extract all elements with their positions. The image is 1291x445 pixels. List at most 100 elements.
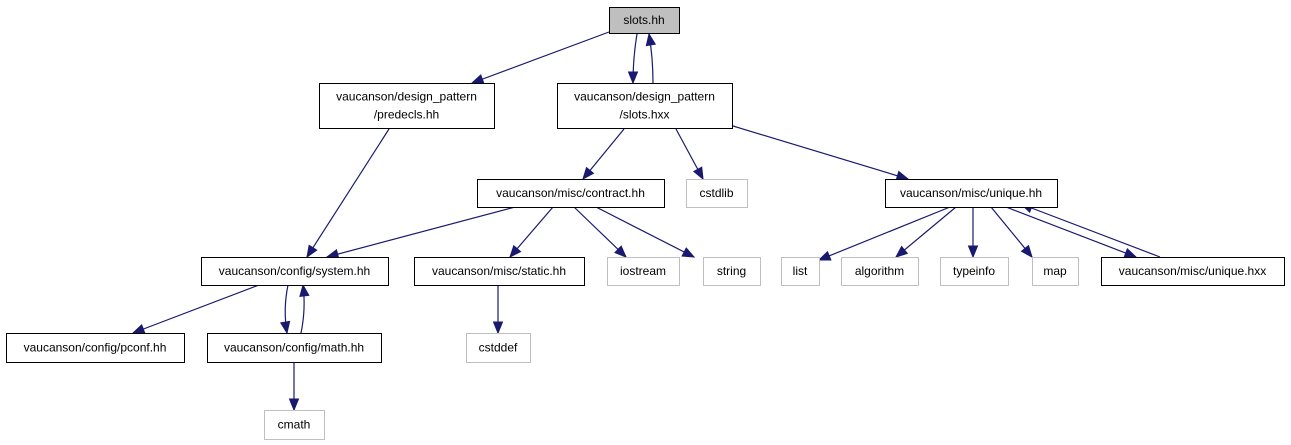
node-math-hh[interactable]: vaucanson/config/math.hh [207,333,382,363]
edge-slots-hxx-to-slots-hh [645,32,657,84]
edge-unique-hh-to-unique-hxx-arrowhead [1123,247,1138,258]
edge-static-hh-to-cstddef-arrowhead [492,321,504,335]
edges-layer [131,31,1161,412]
node-unique-hxx[interactable]: vaucanson/misc/unique.hxx [1101,257,1285,286]
node-static-hh-box [414,257,585,286]
node-contract-hh-box [477,179,665,208]
edge-contract-hh-to-iostream [573,206,627,258]
edge-slots-hxx-to-contract-hh [582,128,625,181]
node-algorithm-box [841,257,919,286]
edge-static-hh-to-cstddef [492,285,504,335]
edge-slots-hxx-to-slots-hh-arrowhead [645,32,657,47]
node-typeinfo: typeinfo [940,257,1009,286]
edge-slots-hxx-to-unique-hh [732,125,910,181]
node-slots-hxx-label-1: vaucanson/design_pattern [574,90,715,104]
node-cmath-box [264,410,325,440]
node-unique-hh[interactable]: vaucanson/misc/unique.hh [885,179,1058,208]
edge-predecls-hh-to-system-hh-line [306,128,390,258]
node-pconf-hh-box [6,333,185,363]
node-cstdlib: cstdlib [686,179,748,208]
node-static-hh-label-1: vaucanson/misc/static.hh [432,264,566,278]
edge-unique-hh-to-list-line [818,206,951,261]
nodes-layer: slots.hh vaucanson/design_pattern/predecl… [6,7,1285,440]
node-pconf-hh[interactable]: vaucanson/config/pconf.hh [6,333,185,363]
edge-unique-hh-to-algorithm-line [895,206,957,258]
node-slots-hh-label-1: slots.hh [623,13,664,27]
edge-predecls-hh-to-system-hh [306,128,390,259]
node-slots-hxx-box [557,83,733,129]
edge-contract-hh-to-static-hh-arrowhead [509,244,522,259]
node-contract-hh[interactable]: vaucanson/misc/contract.hh [477,179,665,208]
node-typeinfo-label-1: typeinfo [953,264,995,278]
edge-system-hh-to-math-hh-arrowhead [279,320,291,335]
edge-slots-hh-to-slots-hxx-arrowhead [627,71,639,85]
node-list-label-1: list [793,264,808,278]
edge-contract-hh-to-string-arrowhead [681,247,696,258]
edge-unique-hh-to-typeinfo [967,207,979,259]
node-predecls-hh-label-1: vaucanson/design_pattern [336,90,477,104]
node-predecls-hh-box [319,83,495,129]
node-iostream: iostream [607,257,680,286]
edge-unique-hh-to-algorithm [894,206,957,258]
edge-math-hh-to-cmath [288,362,300,412]
edge-system-hh-to-pconf-hh-arrowhead [131,324,146,334]
edge-unique-hh-to-map [990,206,1033,259]
edge-slots-hxx-to-cstdlib-arrowhead [692,166,704,181]
node-slots-hh[interactable]: slots.hh [609,7,680,34]
node-cmath-label-1: cmath [278,418,311,432]
node-typeinfo-box [940,257,1009,286]
node-cstddef: cstddef [466,333,531,363]
edge-contract-hh-to-iostream-line [573,206,627,258]
node-map-label-1: map [1043,264,1067,278]
node-static-hh[interactable]: vaucanson/misc/static.hh [414,257,585,286]
edge-unique-hh-to-list-arrowhead [817,250,832,261]
edge-unique-hh-to-unique-hxx-line [1005,206,1137,258]
edge-math-hh-to-system-hh [299,283,310,334]
edge-contract-hh-to-string [595,206,696,258]
edge-unique-hh-to-list [817,206,951,261]
node-cstdlib-label-1: cstdlib [699,186,733,200]
node-slots-hxx[interactable]: vaucanson/design_pattern/slots.hxx [557,83,733,129]
edge-slots-hxx-to-unique-hh-arrowhead [895,170,910,181]
node-string-box [703,257,761,286]
node-cstddef-box [466,333,531,363]
edge-contract-hh-to-iostream-arrowhead [614,245,627,258]
node-algorithm: algorithm [841,257,919,286]
node-string: string [703,257,761,286]
edge-slots-hh-to-predecls-hh [470,31,610,84]
edge-system-hh-to-pconf-hh [131,284,260,334]
edge-slots-hxx-to-cstdlib [675,128,704,181]
node-unique-hh-label-1: vaucanson/misc/unique.hh [900,186,1042,200]
node-list-box [781,257,820,286]
edge-unique-hh-to-algorithm-arrowhead [894,245,909,258]
edge-math-hh-to-system-hh-arrowhead [299,283,310,298]
node-cmath: cmath [264,410,325,440]
edge-math-hh-to-cmath-arrowhead [288,398,300,412]
node-math-hh-label-1: vaucanson/config/math.hh [224,341,364,355]
node-list: list [781,257,820,286]
edge-system-hh-to-math-hh [279,284,291,335]
edge-slots-hxx-to-contract-hh-arrowhead [582,166,595,181]
node-slots-hh-box [609,7,680,34]
node-algorithm-label-1: algorithm [855,264,904,278]
node-map-box [1032,257,1079,286]
edge-system-hh-to-pconf-hh-line [132,284,260,334]
node-cstdlib-box [686,179,748,208]
node-system-hh-label-1: vaucanson/config/system.hh [219,264,370,278]
edge-contract-hh-to-system-hh-line [326,206,516,258]
node-string-label-1: string [717,264,746,278]
edge-predecls-hh-to-system-hh-arrowhead [306,244,318,259]
edge-contract-hh-to-system-hh [325,206,516,260]
node-contract-hh-label-1: vaucanson/misc/contract.hh [496,186,645,200]
node-unique-hxx-box [1101,257,1285,286]
node-unique-hxx-label-1: vaucanson/misc/unique.hxx [1119,264,1266,278]
node-system-hh[interactable]: vaucanson/config/system.hh [201,257,389,286]
node-iostream-box [607,257,680,286]
node-predecls-hh[interactable]: vaucanson/design_pattern/predecls.hh [319,83,495,129]
node-map: map [1032,257,1079,286]
edge-contract-hh-to-static-hh [509,206,554,259]
node-pconf-hh-label-1: vaucanson/config/pconf.hh [24,341,167,355]
edge-slots-hh-to-predecls-hh-arrowhead [470,74,485,84]
edge-slots-hh-to-predecls-hh-line [471,31,610,84]
